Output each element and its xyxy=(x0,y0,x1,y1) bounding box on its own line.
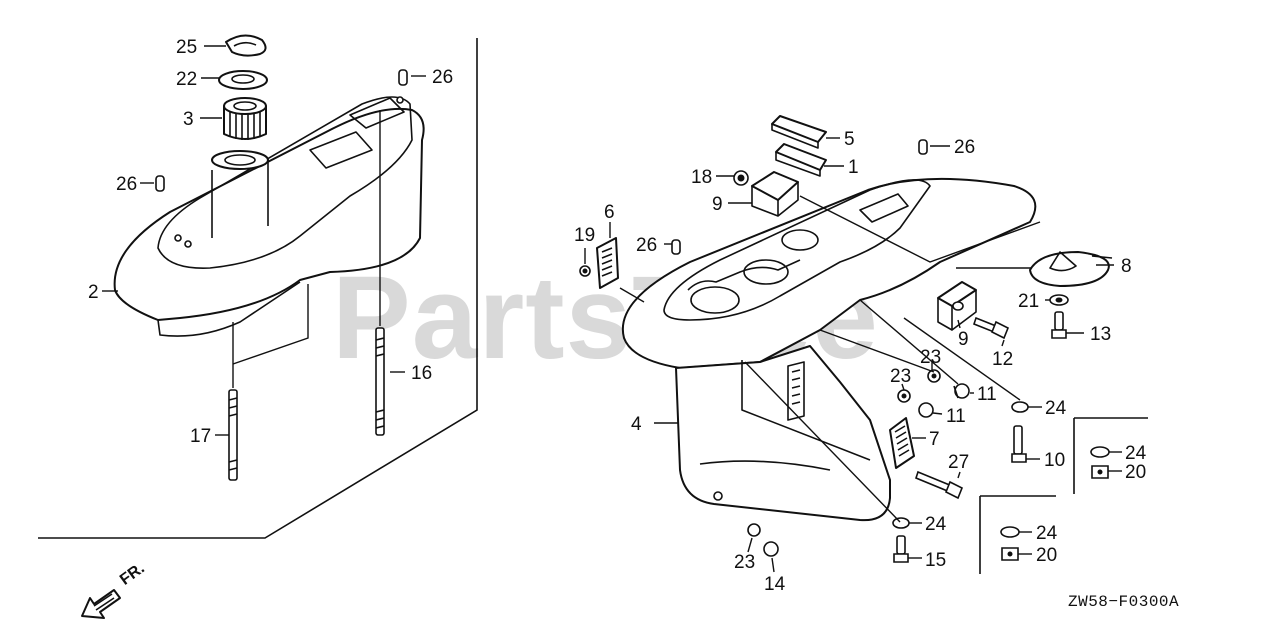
part-bolt-18[interactable] xyxy=(733,170,749,186)
callout-23-middle: 23 xyxy=(890,366,911,387)
callout-26-left: 26 xyxy=(116,174,137,195)
part-stud-17[interactable] xyxy=(228,389,238,481)
left-leader-lines xyxy=(102,45,426,436)
part-anode-5[interactable] xyxy=(771,115,827,149)
part-water-screen-7[interactable] xyxy=(889,417,915,469)
part-gear-case-2[interactable] xyxy=(113,96,425,337)
callout-24-lower: 24 xyxy=(925,514,947,535)
callout-14: 14 xyxy=(764,574,786,595)
callout-19: 19 xyxy=(574,225,595,246)
callout-24-inset-a: 24 xyxy=(1125,443,1147,464)
callout-20-inset-a: 20 xyxy=(1125,462,1146,483)
part-bolt-15[interactable] xyxy=(893,535,909,563)
part-bolt-13[interactable] xyxy=(1051,311,1067,339)
part-dowel-pin-26-right-a[interactable] xyxy=(671,239,681,255)
part-bolt-11-lower[interactable] xyxy=(918,402,934,418)
callout-23-lower: 23 xyxy=(734,552,755,573)
callout-18: 18 xyxy=(691,167,712,188)
part-bolt-27[interactable] xyxy=(915,470,964,500)
callout-26-right: 26 xyxy=(636,235,657,256)
part-dowel-pin-26-left-b[interactable] xyxy=(155,175,165,192)
part-washer-24-inset-a[interactable] xyxy=(1090,446,1110,458)
part-nut-20-inset-b[interactable] xyxy=(1001,547,1019,561)
diagram-code: ZW58−F0300A xyxy=(1068,593,1180,611)
part-washer-23-lower[interactable] xyxy=(747,523,761,537)
callout-8: 8 xyxy=(1121,256,1132,277)
callout-3: 3 xyxy=(183,109,194,130)
part-rubber-pad-9-lower[interactable] xyxy=(937,281,977,331)
callout-16: 16 xyxy=(411,363,432,384)
callout-20-inset-b: 20 xyxy=(1036,545,1057,566)
part-needle-bearing-3[interactable] xyxy=(223,97,267,140)
part-nut-20-inset-a[interactable] xyxy=(1091,465,1109,479)
callout-10: 10 xyxy=(1044,450,1065,471)
part-washer-24-inset-b[interactable] xyxy=(1000,526,1020,538)
part-water-screen-6[interactable] xyxy=(596,237,619,289)
callout-5: 5 xyxy=(844,129,855,150)
part-washer-23-middle[interactable] xyxy=(897,389,911,403)
part-washer-22[interactable] xyxy=(218,70,268,90)
inset-frame-lower xyxy=(979,495,1056,574)
part-bolt-14[interactable] xyxy=(763,541,779,557)
part-washer-23-upper[interactable] xyxy=(927,369,941,383)
callout-9-upper: 9 xyxy=(712,194,723,215)
callout-21: 21 xyxy=(1018,291,1039,312)
callout-11-upper: 11 xyxy=(977,384,997,405)
inset-frame-upper xyxy=(1073,417,1148,494)
part-washer-24-lower[interactable] xyxy=(892,517,910,529)
part-bolt-10[interactable] xyxy=(1011,425,1027,463)
part-rubber-pad-9-upper[interactable] xyxy=(751,171,799,217)
callout-26-left-top: 26 xyxy=(432,67,453,88)
callout-26-right-top: 26 xyxy=(954,137,975,158)
callout-17: 17 xyxy=(190,426,211,447)
callout-9-lower: 9 xyxy=(958,329,969,350)
callout-24-upper: 24 xyxy=(1045,398,1067,419)
part-washer-21[interactable] xyxy=(1049,294,1069,306)
part-anode-8[interactable] xyxy=(1029,251,1113,287)
callout-24-inset-b: 24 xyxy=(1036,523,1058,544)
callout-2: 2 xyxy=(88,282,99,303)
front-direction-arrow-icon xyxy=(81,589,121,619)
left-frame xyxy=(38,38,478,539)
right-leader-lines xyxy=(584,137,1122,573)
callout-6: 6 xyxy=(604,202,615,223)
callout-7: 7 xyxy=(929,429,940,450)
callout-4: 4 xyxy=(631,414,642,435)
part-dowel-pin-26-left-a[interactable] xyxy=(398,69,408,86)
callout-25: 25 xyxy=(176,37,197,58)
part-bolt-11-upper[interactable] xyxy=(953,383,970,399)
part-bolt-12[interactable] xyxy=(973,316,1010,340)
part-screw-19[interactable] xyxy=(579,265,591,277)
part-circlip-25[interactable] xyxy=(225,34,267,57)
callout-1: 1 xyxy=(848,157,859,178)
part-plate-1[interactable] xyxy=(775,143,827,177)
callout-12: 12 xyxy=(992,349,1013,370)
callout-labels: 25 22 3 26 26 2 16 17 5 1 26 18 9 6 19 2… xyxy=(88,37,1147,595)
callout-11-lower: 11 xyxy=(946,406,966,427)
callout-15: 15 xyxy=(925,550,946,571)
part-stud-16[interactable] xyxy=(375,327,385,436)
callout-22: 22 xyxy=(176,69,197,90)
callout-27: 27 xyxy=(948,452,969,473)
part-washer-24-upper[interactable] xyxy=(1011,401,1029,413)
part-dowel-pin-26-right-b[interactable] xyxy=(918,139,928,155)
callout-13: 13 xyxy=(1090,324,1111,345)
callout-23-upper: 23 xyxy=(920,347,941,368)
part-gear-case-4[interactable] xyxy=(621,177,1037,522)
